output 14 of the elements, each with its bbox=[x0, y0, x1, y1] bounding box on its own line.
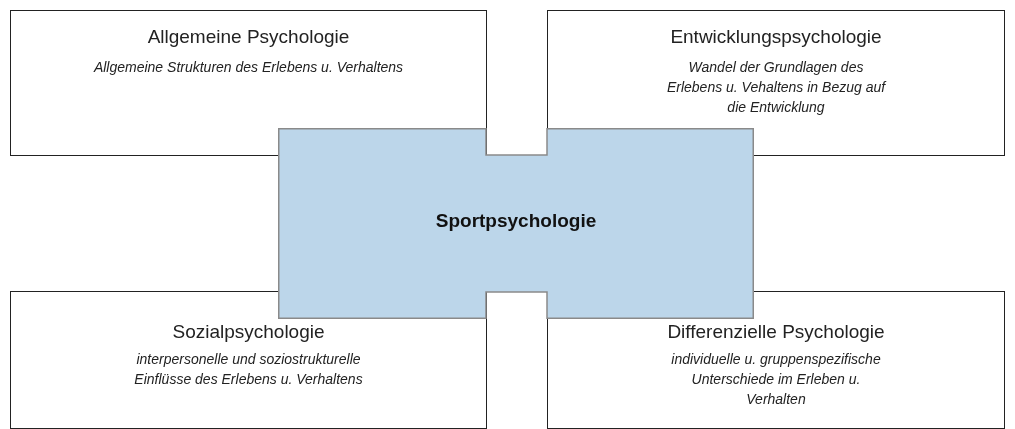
box-heading: Differenzielle Psychologie bbox=[666, 321, 886, 343]
box-description: individuelle u. gruppenspezifische Unterschiede im Erleben u. Verhalten bbox=[670, 350, 882, 409]
box-heading: Sozialpsychologie bbox=[171, 321, 326, 343]
field-box bbox=[10, 10, 487, 156]
field-box bbox=[547, 291, 1005, 429]
box-description: Allgemeine Strukturen des Erlebens u. Verhaltens bbox=[92, 58, 405, 77]
box-heading: Allgemeine Psychologie bbox=[146, 26, 351, 48]
central-box bbox=[278, 128, 754, 319]
field-box bbox=[547, 10, 1005, 156]
field-box bbox=[10, 291, 487, 429]
box-heading: Entwicklungspsychologie bbox=[669, 26, 883, 48]
central-title: Sportpsychologie bbox=[434, 210, 598, 232]
box-description: Wandel der Grundlagen des Erlebens u. Vehaltens in Bezug auf die Entwicklung bbox=[665, 58, 888, 117]
box-description: interpersonelle und soziostrukturelle Einflüsse des Erlebens u. Verhaltens bbox=[133, 350, 364, 389]
